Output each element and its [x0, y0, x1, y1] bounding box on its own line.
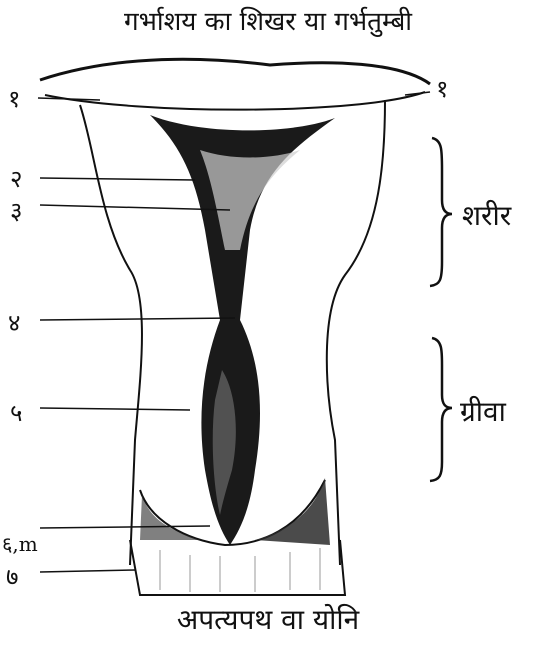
region-body-label: शरीर [462, 196, 511, 234]
vagina-hatching [160, 548, 320, 592]
fundus-inner-edge [45, 92, 425, 110]
figure-title: गर्भाशय का शिखर या गर्भतुम्बी [0, 2, 536, 38]
vaginal-fornix-right [255, 478, 330, 545]
leader-4 [40, 318, 235, 320]
uterus-left-wall [80, 105, 142, 565]
brace-body [430, 138, 452, 286]
leader-6 [40, 526, 210, 528]
leader-5 [40, 408, 190, 410]
region-cervix-label: ग्रीवा [460, 392, 506, 430]
leader-2 [40, 178, 195, 180]
leader-1-left [38, 98, 100, 100]
figure-caption: अपत्यपथ वा योनि [0, 600, 536, 638]
label-4: ४ [8, 306, 20, 339]
brace-cervix [430, 338, 452, 481]
vaginal-fornix-left [140, 495, 200, 540]
label-2: २ [10, 162, 22, 195]
fundus-outline [40, 59, 430, 84]
label-6: ६,m [2, 530, 38, 557]
label-1-right: १ [436, 72, 448, 105]
label-1-left: १ [8, 82, 20, 115]
vagina-outline [130, 540, 345, 595]
label-5: ५ [10, 396, 22, 429]
label-3: ३ [10, 194, 22, 227]
uterus-right-wall [327, 100, 385, 565]
label-7: ७ [6, 560, 18, 593]
leader-7 [40, 570, 135, 572]
